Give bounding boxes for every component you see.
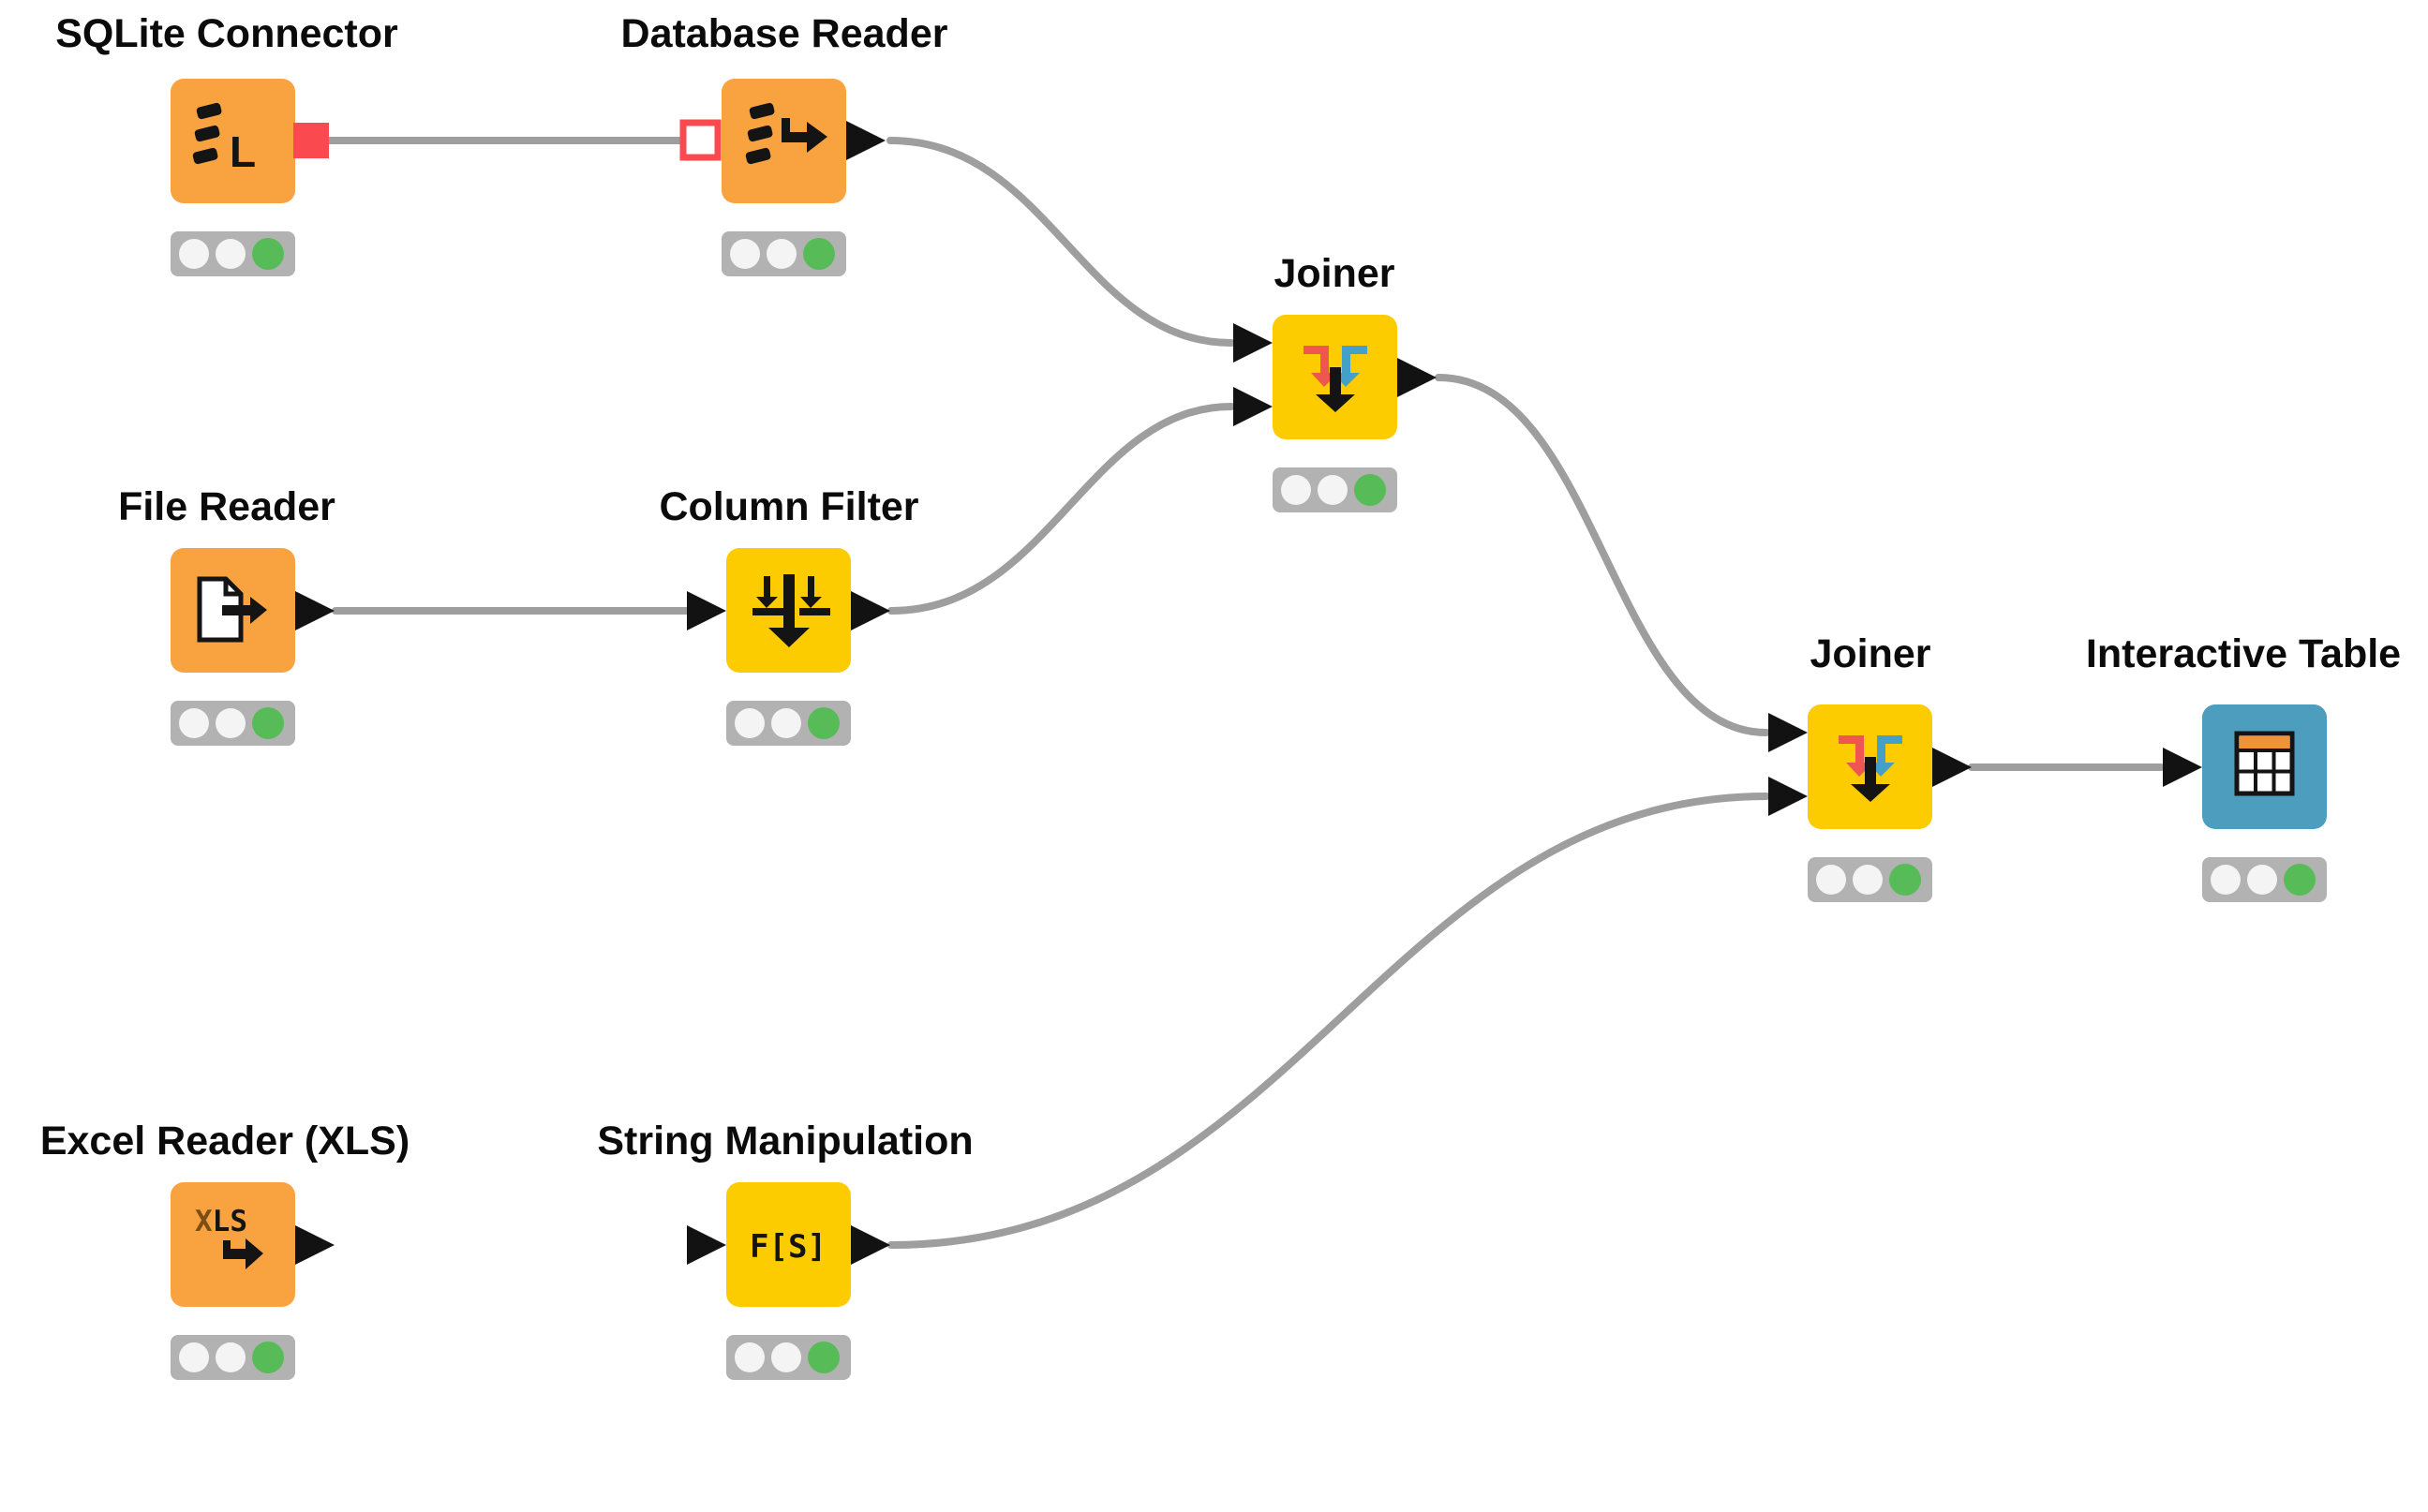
node-body[interactable] — [726, 1182, 851, 1307]
node-interactive-table[interactable] — [2163, 704, 2327, 829]
document-export-icon — [197, 576, 267, 643]
status-light-red-off — [735, 1342, 765, 1372]
data-output-port[interactable] — [295, 1225, 335, 1265]
sqlite-icon-letter: L — [230, 127, 256, 176]
node-string-manipulation[interactable]: F[S] — [687, 1182, 890, 1307]
label-joiner-bottom: Joiner — [1810, 631, 1930, 676]
table-grid-icon — [2234, 731, 2295, 796]
status-light-green-on — [252, 238, 284, 270]
status-light-yellow-off — [771, 708, 801, 738]
database-output-port[interactable] — [293, 123, 329, 158]
status-light-red-off — [179, 239, 209, 269]
data-output-port[interactable] — [851, 1225, 890, 1265]
data-input-port[interactable] — [687, 1225, 726, 1265]
svg-text:XLS: XLS — [195, 1205, 247, 1238]
label-joiner-top: Joiner — [1274, 251, 1394, 296]
status-light-yellow-off — [771, 1342, 801, 1372]
database-stack-l-icon: L — [192, 102, 256, 176]
column-filter-arrows-icon — [752, 574, 830, 647]
status-light-green-on — [1889, 864, 1921, 896]
xls-icon-ls: LS — [213, 1205, 247, 1238]
status-light-green-on — [808, 1342, 840, 1373]
connections-layer — [326, 137, 2165, 1249]
string-function-icon: F[S] — [750, 1228, 827, 1266]
data-output-port[interactable] — [295, 591, 335, 630]
database-input-port[interactable] — [679, 119, 722, 161]
status-traffic-light-column-filter — [726, 701, 851, 746]
status-traffic-light-interactive-table — [2202, 857, 2327, 902]
status-light-red-off — [1816, 865, 1846, 895]
status-light-green-on — [1354, 474, 1386, 506]
label-database-reader: Database Reader — [621, 11, 948, 56]
node-excel-reader[interactable]: XLS — [171, 1182, 335, 1307]
node-joiner-bottom[interactable] — [1768, 704, 1972, 829]
status-light-red-off — [2211, 865, 2241, 895]
status-traffic-light-file-reader — [171, 701, 295, 746]
node-joiner-top[interactable] — [1233, 315, 1437, 439]
data-input-port-1[interactable] — [1768, 713, 1808, 752]
status-light-yellow-off — [216, 708, 246, 738]
status-light-yellow-off — [1318, 475, 1348, 505]
status-traffic-light-joiner-top — [1273, 467, 1397, 512]
node-body[interactable] — [171, 1182, 295, 1307]
status-light-yellow-off — [216, 239, 246, 269]
data-output-port[interactable] — [851, 591, 890, 630]
status-traffic-light-excel-reader — [171, 1335, 295, 1380]
status-traffic-light-joiner-bottom — [1808, 857, 1932, 902]
status-light-red-off — [179, 1342, 209, 1372]
status-light-red-off — [179, 708, 209, 738]
data-input-port-2[interactable] — [1768, 777, 1808, 816]
label-excel-reader: Excel Reader (XLS) — [40, 1119, 410, 1164]
status-light-green-on — [252, 707, 284, 739]
xls-icon-x: X — [195, 1205, 213, 1238]
data-input-port-2[interactable] — [1233, 387, 1273, 426]
label-file-reader: File Reader — [118, 484, 335, 529]
joiner-merge-arrows-icon — [1303, 346, 1367, 412]
status-light-red-off — [735, 708, 765, 738]
status-light-yellow-off — [1853, 865, 1883, 895]
status-light-yellow-off — [767, 239, 797, 269]
node-file-reader[interactable] — [171, 548, 335, 673]
connection-string-manipulation-to-joiner-bottom[interactable] — [887, 793, 1770, 1249]
data-input-port[interactable] — [687, 591, 726, 630]
joiner-merge-arrows-icon — [1839, 735, 1902, 802]
status-light-yellow-off — [216, 1342, 246, 1372]
label-string-manipulation: String Manipulation — [597, 1119, 973, 1164]
data-output-port[interactable] — [846, 121, 886, 160]
xls-export-icon: XLS — [195, 1205, 263, 1269]
status-light-green-on — [2284, 864, 2316, 896]
label-interactive-table: Interactive Table — [2086, 631, 2401, 676]
status-traffic-light-sqlite — [171, 231, 295, 276]
labels-layer: SQLite Connector Database Reader Joiner … — [40, 11, 2401, 1164]
node-sqlite-connector[interactable]: L — [171, 79, 329, 203]
status-traffic-light-database-reader — [722, 231, 846, 276]
status-light-red-off — [1281, 475, 1311, 505]
status-light-green-on — [803, 238, 835, 270]
data-input-port-1[interactable] — [1233, 323, 1273, 363]
status-light-green-on — [808, 707, 840, 739]
data-output-port[interactable] — [1397, 358, 1437, 397]
node-database-reader[interactable] — [679, 79, 886, 203]
status-light-red-off — [730, 239, 760, 269]
label-column-filter: Column Filter — [659, 484, 918, 529]
status-light-yellow-off — [2247, 865, 2277, 895]
connection-column-filter-to-joiner-top[interactable] — [887, 403, 1235, 615]
status-traffic-light-string-manipulation — [726, 1335, 851, 1380]
data-input-port[interactable] — [2163, 748, 2202, 787]
status-light-green-on — [252, 1342, 284, 1373]
node-column-filter[interactable] — [687, 548, 890, 673]
data-output-port[interactable] — [1932, 748, 1972, 787]
connection-joiner-top-to-joiner-bottom[interactable] — [1435, 374, 1770, 736]
database-stack-arrow-icon — [745, 102, 827, 165]
connection-database-reader-to-joiner-top[interactable] — [886, 137, 1235, 347]
label-sqlite-connector: SQLite Connector — [55, 11, 398, 56]
